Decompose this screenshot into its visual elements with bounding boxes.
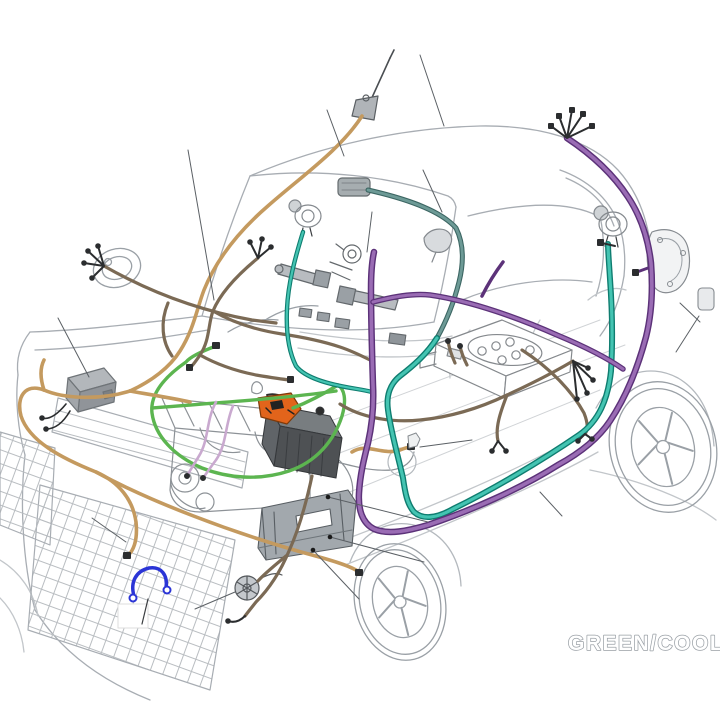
roof-module: [337, 177, 371, 197]
rear-lamp-cluster: [646, 229, 691, 294]
dashboard-switches: [298, 307, 407, 346]
rear-wheel: [608, 381, 718, 513]
ecu-box: [65, 367, 117, 413]
car-body-outline: [0, 125, 717, 701]
connector-fingers: [39, 107, 639, 624]
antenna: [351, 49, 395, 121]
headlight: [92, 247, 142, 289]
mounting-plate: [257, 489, 357, 561]
blank-label-box: [117, 603, 149, 629]
door-mirror: [423, 228, 453, 263]
leader-lines: [57, 54, 701, 610]
side-mesh: [0, 431, 56, 546]
harness-lavender: [185, 400, 235, 480]
fuel-flap: [697, 287, 715, 311]
battery-connector: [257, 392, 302, 425]
front-wheel: [353, 543, 447, 661]
front-speaker: [288, 199, 322, 237]
harness-green: [150, 344, 347, 479]
ground-wire-blue: [128, 566, 172, 625]
caption-green-cool: GREEN/COOL: [568, 632, 720, 655]
horn: [234, 573, 283, 601]
rear-speaker: [593, 205, 628, 248]
